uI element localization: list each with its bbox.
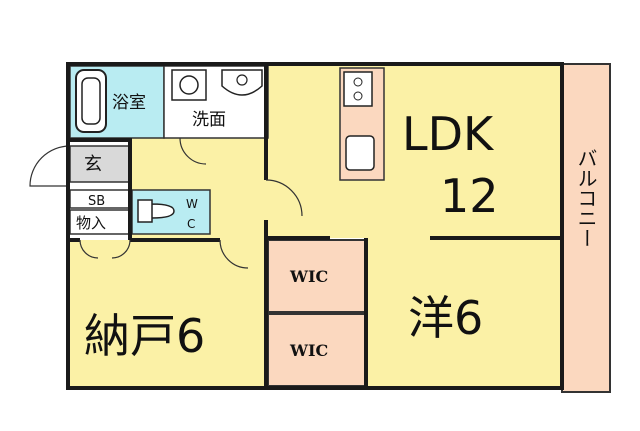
wic-upper-label: WIC: [289, 267, 328, 286]
ldk-room: [268, 66, 562, 238]
front-door-swing: [29, 145, 71, 187]
toilet-icon: [137, 199, 175, 223]
toilet-label-top: W: [186, 197, 198, 211]
shoe-box-label: SB: [88, 194, 105, 209]
balcony-label: バルコニー: [574, 148, 598, 248]
ldk-label: LDK: [402, 107, 495, 161]
toilet-label-bottom: C: [187, 217, 195, 231]
stove-icon: [343, 71, 373, 107]
washroom-label: 洗面: [192, 110, 226, 130]
storage-small-label: 物入: [76, 214, 106, 232]
western-room-label: 洋6: [408, 291, 483, 345]
kitchen-sink-icon: [345, 135, 375, 171]
storeroom-label: 納戸6: [84, 309, 205, 363]
entrance-label: 玄: [84, 154, 102, 175]
wic-lower-label: WIC: [289, 341, 328, 360]
washing-machine-icon: [171, 69, 207, 101]
ldk-size-label: 12: [440, 169, 499, 223]
door-swings: [79, 137, 303, 269]
balcony-area: [561, 63, 611, 393]
western-room: [366, 238, 562, 386]
sink-icon: [221, 69, 263, 96]
bath-label: 浴室: [112, 93, 146, 113]
storage-small: [69, 209, 131, 235]
walls: [66, 62, 564, 390]
